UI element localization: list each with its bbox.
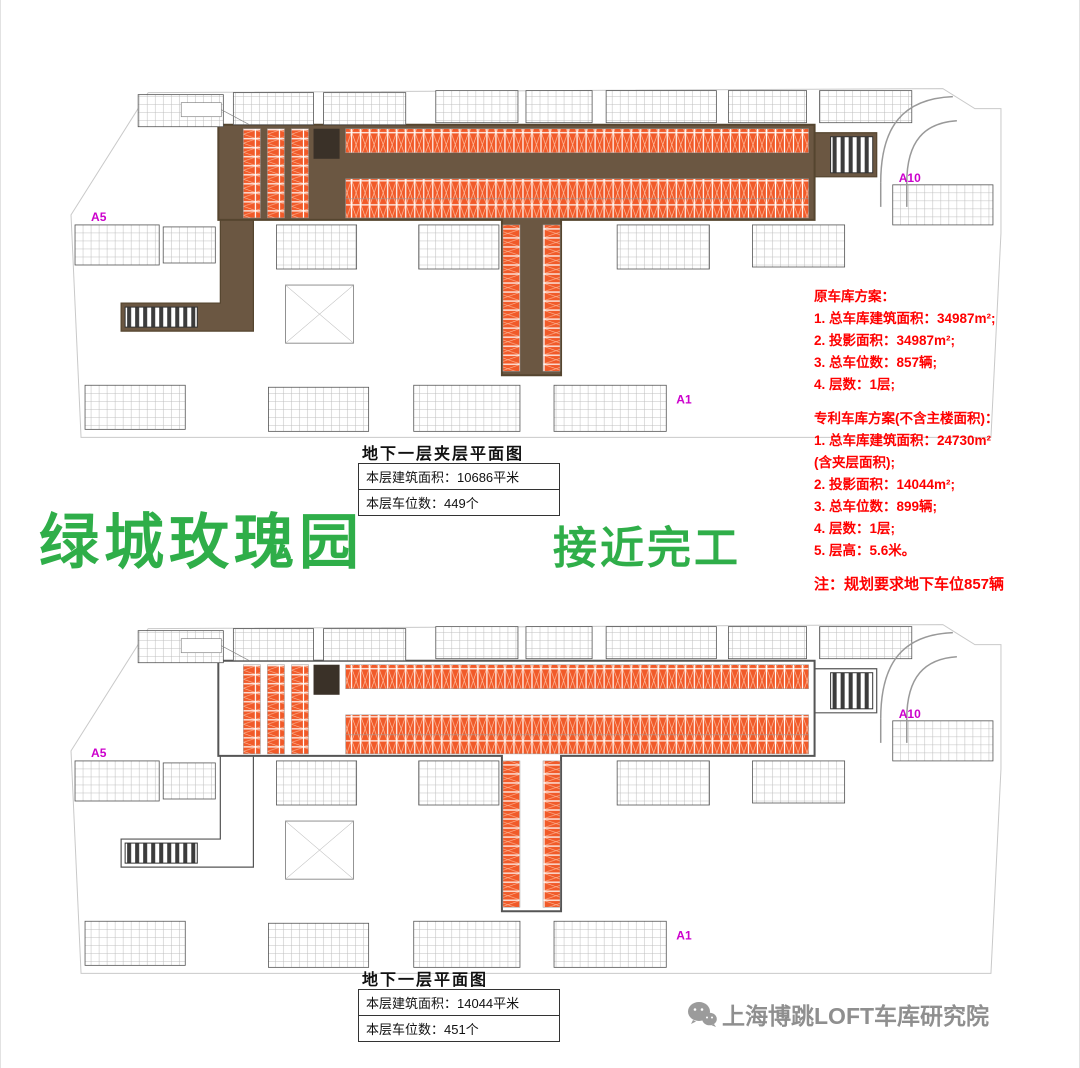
patent-scheme-heading: 专利车库方案(不含主楼面积)： — [814, 411, 999, 426]
planning-note: 注：规划要求地下车位857辆 — [814, 576, 1005, 593]
mezzanine-stats-box: 本层建筑面积：10686平米 本层车位数：449个 — [358, 463, 560, 516]
mezzanine-spots-row: 本层车位数：449个 — [359, 489, 559, 515]
patent-scheme-line: 3. 总车位数：899辆; — [814, 499, 938, 514]
project-title: 绿城玫瑰园 — [39, 509, 364, 576]
area-value: 14044平米 — [457, 996, 520, 1011]
basement-stats-box: 本层建筑面积：14044平米 本层车位数：451个 — [358, 989, 560, 1042]
area-label: 本层建筑面积： — [366, 996, 458, 1011]
patent-scheme-line: 2. 投影面积：14044m²; — [814, 477, 956, 492]
patent-scheme-line: 5. 层高：5.6米。 — [814, 543, 916, 558]
garage-scheme-annotations: 原车库方案： 1. 总车库建筑面积：34987m²; 2. 投影面积：34987… — [814, 286, 1054, 596]
floor-plan-basement — [70, 623, 1002, 975]
original-scheme-heading: 原车库方案： — [814, 289, 895, 304]
original-scheme-line: 2. 投影面积：34987m²; — [814, 333, 956, 348]
basement-area-row: 本层建筑面积：14044平米 — [359, 990, 559, 1015]
watermark: 上海博跳LOFT车库研究院 — [687, 997, 989, 1031]
mezzanine-area-row: 本层建筑面积：10686平米 — [359, 464, 559, 489]
patent-scheme-line: (含夹层面积); — [814, 455, 895, 470]
area-value: 10686平米 — [457, 470, 520, 485]
original-scheme-line: 1. 总车库建筑面积：34987m²; — [814, 311, 996, 326]
area-label: 本层建筑面积： — [366, 470, 458, 485]
spacer — [814, 396, 1054, 408]
wechat-icon — [688, 1001, 717, 1027]
spots-label: 本层车位数： — [366, 1022, 445, 1037]
patent-scheme-line: 4. 层数：1层; — [814, 521, 896, 536]
spots-label: 本层车位数： — [366, 496, 445, 511]
patent-scheme-line: 1. 总车库建筑面积：24730m² — [814, 433, 992, 448]
spots-value: 451个 — [444, 1022, 479, 1037]
status-text: 接近完工 — [553, 524, 741, 573]
basement-spots-row: 本层车位数：451个 — [359, 1015, 559, 1041]
original-scheme-line: 3. 总车位数：857辆; — [814, 355, 938, 370]
original-scheme-line: 4. 层数：1层; — [814, 377, 896, 392]
spacer — [814, 562, 1054, 574]
spots-value: 449个 — [444, 496, 479, 511]
watermark-text: 上海博跳LOFT车库研究院 — [722, 1003, 990, 1029]
